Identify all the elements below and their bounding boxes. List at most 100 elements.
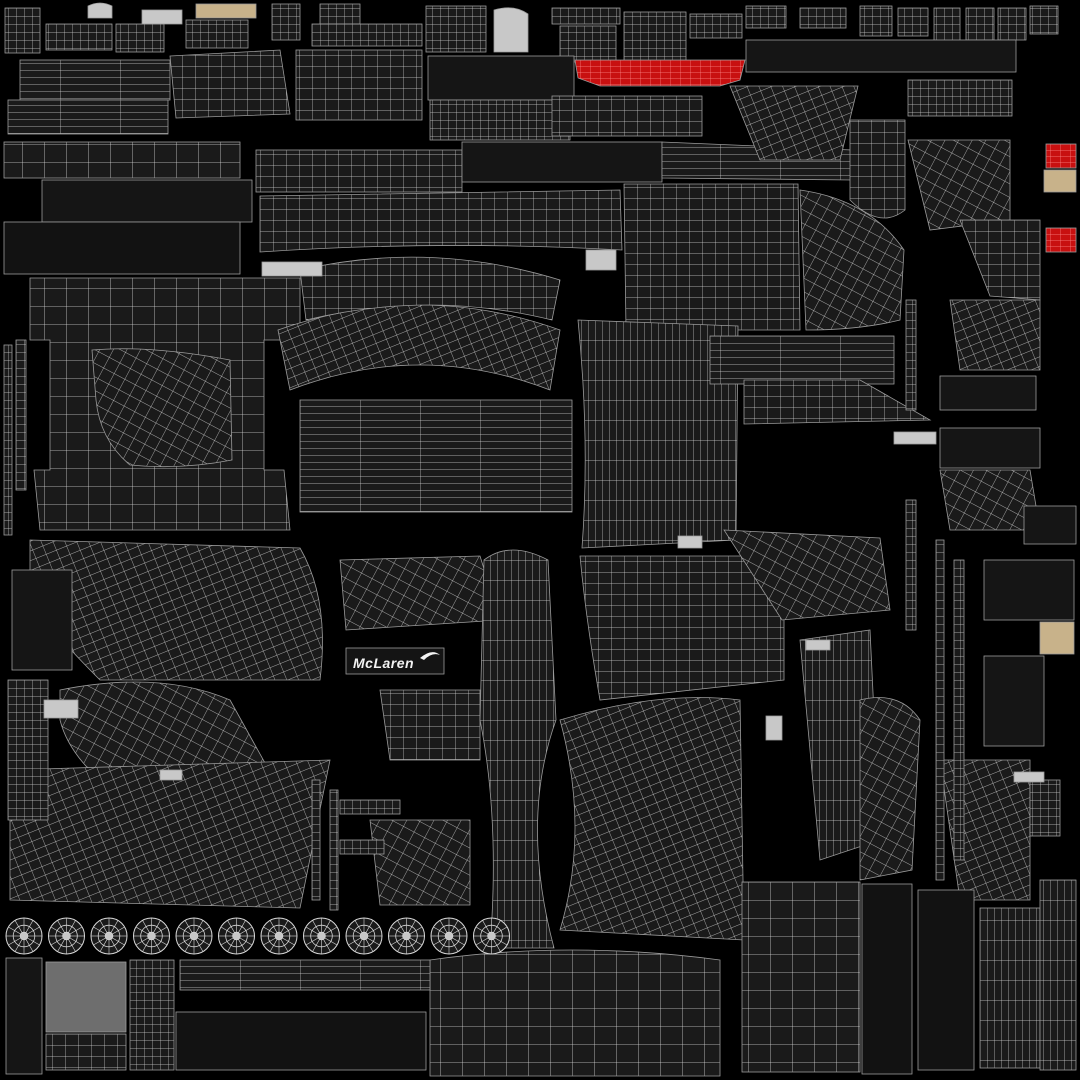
uv-island [983, 559, 1075, 621]
uv-island-door-pillar [479, 549, 557, 949]
uv-island [3, 221, 241, 275]
uv-island-seat [91, 348, 233, 468]
uv-island [259, 189, 623, 253]
uv-island [311, 23, 423, 47]
uv-island [295, 49, 423, 121]
uv-island-solid [493, 7, 529, 53]
uv-island [983, 655, 1045, 747]
uv-island-tan [195, 3, 257, 19]
wheel-rim-row [5, 917, 510, 955]
wheel-rim-icon [430, 917, 468, 955]
uv-island-solid-chip [585, 249, 617, 271]
wheel-rim-icon [473, 917, 510, 955]
uv-island [743, 379, 932, 425]
uv-island [623, 11, 687, 63]
uv-island [7, 99, 169, 135]
uv-island [551, 95, 703, 137]
uv-island [859, 697, 921, 881]
uv-island-solid [87, 2, 113, 19]
uv-island [745, 5, 787, 29]
wheel-rim-icon [345, 917, 383, 955]
uv-island [129, 959, 175, 1071]
uv-island-strip [953, 559, 965, 861]
uv-island [1029, 779, 1061, 837]
uv-island [723, 529, 891, 621]
uv-island [917, 889, 975, 1071]
wheel-rim-icon [260, 917, 298, 955]
uv-island [271, 3, 301, 41]
uv-island [339, 555, 501, 631]
uv-island [41, 179, 253, 223]
wheel-rim-icon [48, 917, 85, 955]
uv-island [1029, 5, 1059, 35]
wheel-rim-icon [133, 917, 170, 955]
mclaren-logo-text: McLaren [353, 655, 414, 671]
uv-island [745, 39, 1017, 73]
uv-island [179, 959, 431, 991]
uv-island-strip [311, 779, 321, 901]
uv-island-strip [329, 789, 339, 911]
uv-island [949, 299, 1041, 371]
uv-island-side-skirt [577, 319, 739, 549]
uv-island [5, 957, 43, 1075]
uv-island-strip [905, 299, 917, 411]
uv-islands [3, 2, 1077, 1077]
mclaren-logo: McLaren [345, 647, 445, 675]
uv-island-solid [141, 9, 183, 25]
uv-island [689, 13, 743, 39]
uv-island-tan [1043, 169, 1077, 193]
uv-island-bar-grid [299, 399, 573, 513]
uv-island [425, 5, 487, 53]
uv-island [45, 23, 113, 51]
uv-island-solid-chip [677, 535, 703, 549]
uv-island [1039, 879, 1077, 1071]
uv-island-solid-chip [159, 769, 183, 781]
uv-island [175, 1011, 427, 1071]
uv-island [11, 569, 73, 671]
uv-island-red-light [1045, 227, 1077, 253]
uv-island [897, 7, 929, 37]
uv-island [429, 99, 571, 141]
uv-island [861, 883, 913, 1075]
uv-island [939, 375, 1037, 411]
uv-island-red-light [574, 59, 746, 87]
uv-island-floor [741, 881, 861, 1073]
uv-island [849, 119, 906, 219]
uv-island-solid-chip [765, 715, 783, 741]
uv-island [939, 427, 1041, 469]
uv-island [3, 141, 241, 179]
uv-island-strip [15, 339, 27, 491]
uv-island-strip [905, 499, 917, 631]
uv-island-solid-chip [805, 639, 831, 651]
uv-island [551, 7, 621, 25]
wheel-rim-icon [90, 917, 128, 955]
uv-island-tan [1039, 621, 1075, 655]
uv-island [319, 3, 361, 25]
uv-island [115, 23, 165, 53]
uv-island [45, 1033, 127, 1071]
uv-island [799, 189, 905, 331]
uv-island-small [4, 7, 41, 54]
uv-island-red-light [1045, 143, 1077, 169]
uv-island-strip [3, 344, 13, 536]
uv-island-solid-chip [1013, 771, 1045, 783]
uv-island [729, 85, 859, 161]
uv-island-strip [339, 799, 401, 815]
uv-island [799, 7, 847, 29]
uv-island [19, 59, 171, 101]
uv-island [907, 79, 1013, 117]
uv-island [299, 256, 561, 321]
uv-island [169, 49, 291, 119]
uv-island [427, 55, 575, 101]
wheel-rim-icon [388, 917, 425, 955]
mclaren-swoosh-icon [420, 652, 440, 660]
uv-island-solid-chip [261, 261, 323, 277]
uv-island [559, 697, 745, 941]
wheel-rim-icon [5, 917, 43, 955]
wheel-rim-icon [303, 917, 340, 955]
uv-island [709, 335, 895, 385]
wheel-rim-icon [175, 917, 213, 955]
uv-island-mid-gray [45, 961, 127, 1033]
uv-island [979, 907, 1041, 1069]
